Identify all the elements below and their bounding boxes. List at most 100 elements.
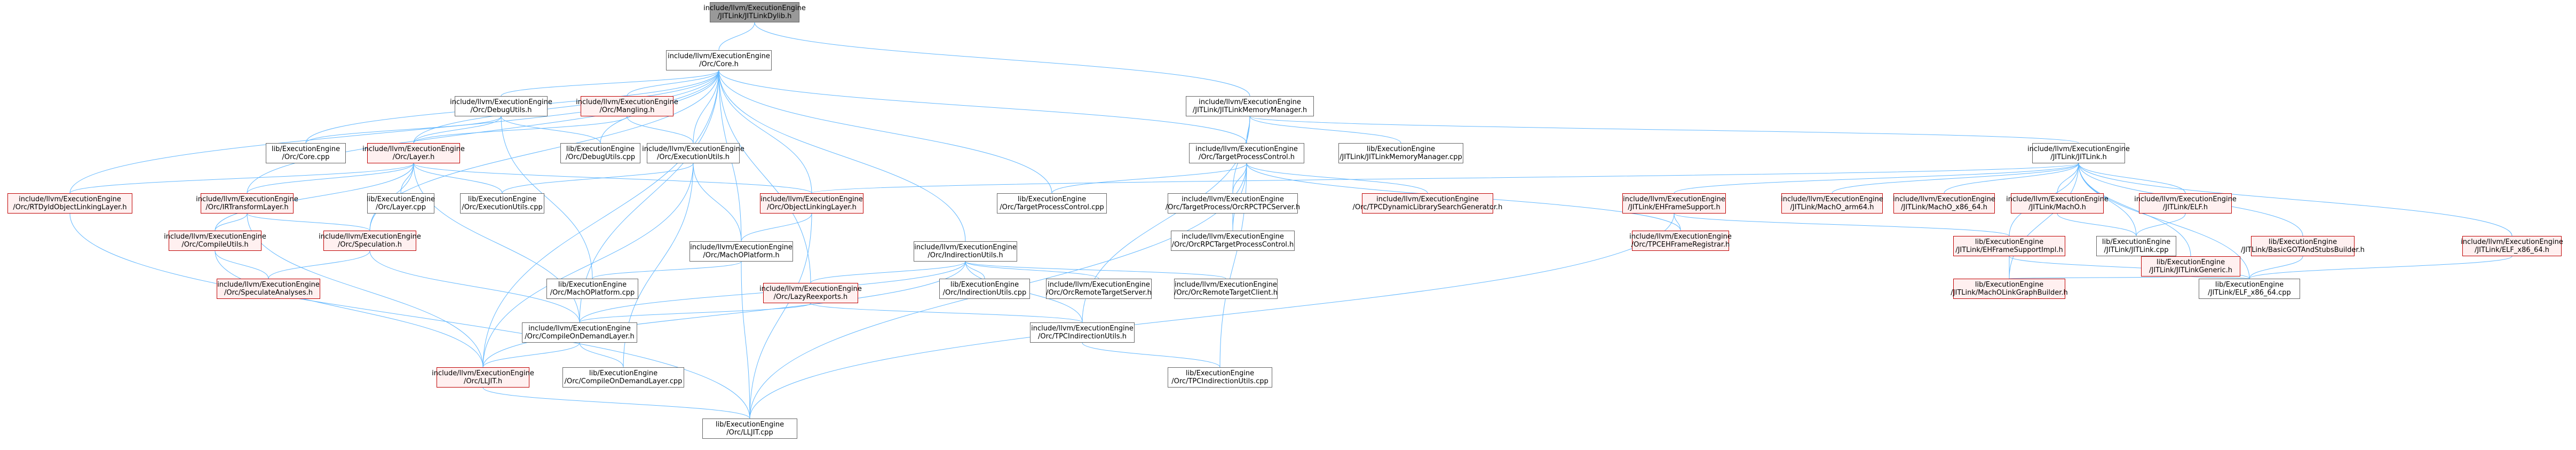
node-label-line1: lib/ExecutionEngine <box>589 369 658 377</box>
graph-node-jitlinkh[interactable]: include/llvm/ExecutionEngine/JITLink/JIT… <box>2027 143 2130 163</box>
graph-node-elf_x86_cpp[interactable]: lib/ExecutionEngine/JITLink/ELF_x86_64.c… <box>2199 279 2300 299</box>
graph-node-root[interactable]: include/llvm/ExecutionEngine/JITLink/JIT… <box>703 2 806 22</box>
node-label-line1: include/llvm/ExecutionEngine <box>196 195 298 203</box>
node-label-line1: lib/ExecutionEngine <box>366 195 435 203</box>
node-label-line2: /Orc/IRTransformLayer.h <box>205 203 289 211</box>
node-label-line1: lib/ExecutionEngine <box>467 195 537 203</box>
node-label-line2: /JITLink/MachO_arm64.h <box>1790 203 1874 211</box>
node-label-line2: /Orc/TargetProcessControl.cpp <box>1000 203 1104 211</box>
graph-node-speculation[interactable]: include/llvm/ExecutionEngine/Orc/Specula… <box>319 231 421 251</box>
graph-node-corecpp[interactable]: lib/ExecutionEngine/Orc/Core.cpp <box>266 143 346 163</box>
graph-node-tpcindirection[interactable]: include/llvm/ExecutionEngine/Orc/TPCIndi… <box>1030 322 1135 343</box>
graph-node-mangling[interactable]: include/llvm/ExecutionEngine/Orc/Manglin… <box>576 96 678 116</box>
node-label-line1: include/llvm/ExecutionEngine <box>1048 281 1150 289</box>
edge-root-to-core <box>718 19 757 51</box>
graph-node-macho_x86[interactable]: include/llvm/ExecutionEngine/JITLink/Mac… <box>1893 193 1995 214</box>
edge-indirection-to-orcremoteserver <box>963 258 1099 279</box>
graph-node-executionutils[interactable]: include/llvm/ExecutionEngine/Orc/Executi… <box>642 143 744 163</box>
node-label-line2: /Orc/LLJIT.h <box>463 377 503 385</box>
graph-node-executionutilscpp[interactable]: lib/ExecutionEngine/Orc/ExecutionUtils.c… <box>460 193 544 214</box>
graph-node-jitlinkmm[interactable]: include/llvm/ExecutionEngine/JITLink/JIT… <box>1186 96 1314 116</box>
node-label-line2: /Orc/RTDyldObjectLinkingLayer.h <box>13 203 127 211</box>
graph-node-orcremoteserver[interactable]: include/llvm/ExecutionEngine/Orc/OrcRemo… <box>1046 279 1152 299</box>
graph-node-tpcindirectioncpp[interactable]: lib/ExecutionEngine/Orc/TPCIndirectionUt… <box>1168 367 1272 388</box>
graph-node-ehframesupport[interactable]: include/llvm/ExecutionEngine/JITLink/EHF… <box>1622 193 1726 214</box>
graph-node-jitlinkmmcpp[interactable]: lib/ExecutionEngine/JITLink/JITLinkMemor… <box>1338 143 1463 163</box>
node-label-line1: include/llvm/ExecutionEngine <box>703 4 806 12</box>
graph-node-macholinkgraph[interactable]: lib/ExecutionEngine/JITLink/MachOLinkGra… <box>1951 279 2068 299</box>
graph-node-core[interactable]: include/llvm/ExecutionEngine/Orc/Core.h <box>666 50 772 70</box>
graph-node-compileutils[interactable]: include/llvm/ExecutionEngine/Orc/Compile… <box>164 231 266 251</box>
node-label-line1: include/llvm/ExecutionEngine <box>668 52 770 60</box>
edge-core-to-indirection <box>717 67 966 242</box>
graph-node-macho_arm64[interactable]: include/llvm/ExecutionEngine/JITLink/Mac… <box>1781 193 1883 214</box>
graph-node-compileondemand[interactable]: include/llvm/ExecutionEngine/Orc/Compile… <box>522 322 637 343</box>
edge-jitlinkh-to-objectlinking <box>811 160 2081 194</box>
edge-jitlinkh-to-ehframesupport <box>1674 160 2081 194</box>
edge-elf_x86_h-to-elf_x86_cpp <box>2249 252 2514 279</box>
graph-node-debugutilscpp[interactable]: lib/ExecutionEngine/Orc/DebugUtils.cpp <box>560 143 640 163</box>
edge-mangling-to-layer <box>413 113 629 144</box>
node-label-line2: /Orc/TPCDynamicLibrarySearchGenerator.h <box>1352 203 1503 211</box>
node-label-line1: include/llvm/ExecutionEngine <box>2027 145 2130 153</box>
graph-node-layercpp[interactable]: lib/ExecutionEngine/Orc/Layer.cpp <box>366 193 435 214</box>
edge-core-to-lljit <box>482 67 721 368</box>
edge-irtransform-to-speculation <box>245 210 370 231</box>
graph-node-targetprocesscontrol[interactable]: include/llvm/ExecutionEngine/Orc/TargetP… <box>1189 143 1304 163</box>
graph-node-jitlinkcpp[interactable]: lib/ExecutionEngine/JITLink/JITLink.cpp <box>2096 236 2176 256</box>
node-label-line2: /Orc/Core.h <box>699 60 739 68</box>
node-label-line1: lib/ExecutionEngine <box>1975 238 2044 246</box>
edge-indirection-to-lazyreexports <box>810 258 968 283</box>
graph-node-orcremoteclient[interactable]: include/llvm/ExecutionEngine/Orc/OrcRemo… <box>1174 279 1278 299</box>
edge-executionutils-to-machoplatform <box>691 160 742 242</box>
graph-node-orcrpctpc[interactable]: include/llvm/ExecutionEngine/Orc/OrcRPCT… <box>1171 231 1295 251</box>
graph-node-basicgot[interactable]: lib/ExecutionEngine/JITLink/BasicGOTAndS… <box>2241 236 2365 256</box>
node-label-line2: /JITLink/ELF_x86_64.h <box>2474 246 2550 254</box>
graph-node-targetprocesscontrolcpp[interactable]: lib/ExecutionEngine/Orc/TargetProcessCon… <box>997 193 1107 214</box>
graph-node-irtransform[interactable]: include/llvm/ExecutionEngine/Orc/IRTrans… <box>196 193 298 214</box>
node-label-line2: /Orc/Layer.h <box>392 153 435 161</box>
graph-node-tpcehframe[interactable]: include/llvm/ExecutionEngine/Orc/TPCEHFr… <box>1629 231 1732 251</box>
edge-indirection-to-indirectioncpp <box>963 258 985 279</box>
node-label-line1: include/llvm/ExecutionEngine <box>217 281 320 289</box>
edge-core-to-lazyreexports <box>717 67 811 283</box>
edge-machoplatform-to-machoplatformcpp <box>592 258 743 279</box>
edge-jitlinkh-to-jitlinkcpp <box>2076 160 2137 236</box>
node-label-line2: /JITLink/EHFrameSupportImpl.h <box>1955 246 2063 254</box>
edge-layer-to-layercpp <box>400 160 416 194</box>
edge-compileondemand-to-compileondemandcpp <box>577 339 624 368</box>
graph-node-debugutils[interactable]: include/llvm/ExecutionEngine/Orc/DebugUt… <box>450 96 552 116</box>
edge-layer-to-rtdyld <box>69 160 416 194</box>
graph-node-lazyreexports[interactable]: include/llvm/ExecutionEngine/Orc/LazyRee… <box>759 283 862 303</box>
node-label-line1: include/llvm/ExecutionEngine <box>1623 195 1725 203</box>
graph-node-elfh[interactable]: include/llvm/ExecutionEngine/JITLink/ELF… <box>2134 193 2237 214</box>
graph-node-tpcdylib[interactable]: include/llvm/ExecutionEngine/Orc/TPCDyna… <box>1353 193 1502 214</box>
node-label-line1: include/llvm/ExecutionEngine <box>2134 195 2237 203</box>
edge-layer-to-objectlinking <box>411 160 812 194</box>
graph-node-layer[interactable]: include/llvm/ExecutionEngine/Orc/Layer.h <box>362 143 465 163</box>
graph-node-ehframesupportimpl[interactable]: lib/ExecutionEngine/JITLink/EHFrameSuppo… <box>1953 236 2065 256</box>
node-label-line1: lib/ExecutionEngine <box>950 281 1019 289</box>
node-label-line1: include/llvm/ExecutionEngine <box>528 325 631 333</box>
node-label-line1: include/llvm/ExecutionEngine <box>1781 195 1883 203</box>
graph-node-machoplatform[interactable]: include/llvm/ExecutionEngine/Orc/MachOPl… <box>689 241 793 262</box>
node-label-line2: /Orc/CompileOnDemandLayer.h <box>525 333 635 341</box>
graph-node-orcrpcserver[interactable]: include/llvm/ExecutionEngine/Orc/TargetP… <box>1166 193 1300 214</box>
graph-node-speculateanalyses[interactable]: include/llvm/ExecutionEngine/Orc/Specula… <box>217 279 320 299</box>
graph-node-rtdyld[interactable]: include/llvm/ExecutionEngine/Orc/RTDyldO… <box>7 193 132 214</box>
graph-node-macho[interactable]: include/llvm/ExecutionEngine/JITLink/Mac… <box>2006 193 2109 214</box>
edge-jitlinkh-to-macho_x86 <box>1944 160 2081 194</box>
graph-node-indirection[interactable]: include/llvm/ExecutionEngine/Orc/Indirec… <box>914 241 1017 262</box>
graph-node-indirectioncpp[interactable]: lib/ExecutionEngine/Orc/IndirectionUtils… <box>939 279 1030 299</box>
node-label-line1: lib/ExecutionEngine <box>271 145 340 153</box>
graph-node-compileondemandcpp[interactable]: lib/ExecutionEngine/Orc/CompileOnDemandL… <box>562 367 684 388</box>
graph-node-lljitcpp[interactable]: lib/ExecutionEngine/Orc/LLJIT.cpp <box>702 419 797 439</box>
node-label-line1: include/llvm/ExecutionEngine <box>319 233 421 241</box>
graph-node-elf_x86_h[interactable]: include/llvm/ExecutionEngine/JITLink/ELF… <box>2461 236 2563 256</box>
graph-node-machoplatformcpp[interactable]: lib/ExecutionEngine/Orc/MachOPlatform.cp… <box>546 279 638 299</box>
graph-node-jitlinkgeneric[interactable]: lib/ExecutionEngine/JITLink/JITLinkGener… <box>2141 256 2240 277</box>
node-label-line1: include/llvm/ExecutionEngine <box>19 195 121 203</box>
node-label-line1: include/llvm/ExecutionEngine <box>1182 195 1284 203</box>
graph-node-lljit[interactable]: include/llvm/ExecutionEngine/Orc/LLJIT.h <box>432 367 534 388</box>
graph-node-objectlinking[interactable]: include/llvm/ExecutionEngine/Orc/ObjectL… <box>760 193 863 214</box>
